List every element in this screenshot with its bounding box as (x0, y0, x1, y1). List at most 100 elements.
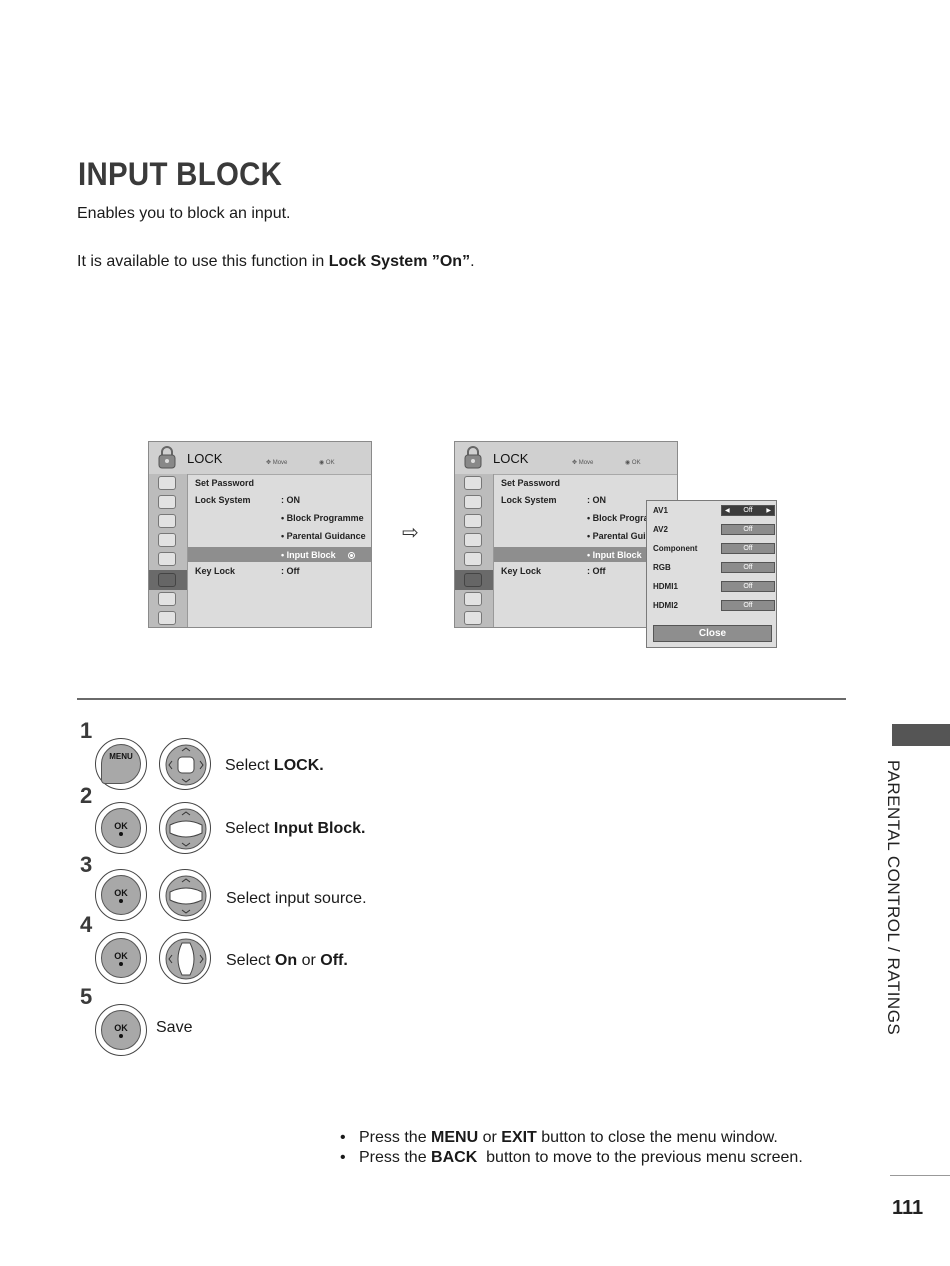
lock-sidebar-icon[interactable] (464, 573, 482, 587)
usb-icon[interactable] (158, 611, 176, 625)
up-down-nav-icon (159, 802, 211, 854)
lock-system-item[interactable]: Lock System (501, 495, 557, 505)
step-5-text: Save (156, 1019, 193, 1036)
satellite-icon[interactable] (464, 476, 482, 490)
nav-ok-hint: ◉ OK (625, 460, 641, 466)
picture-icon[interactable] (158, 495, 176, 509)
popup-value-rgb[interactable]: Off (721, 562, 775, 573)
step-1-text: Select LOCK. (225, 757, 324, 775)
left-arrow-icon: ◀ (725, 508, 730, 514)
page-number: 111 (892, 1197, 924, 1219)
key-lock-item[interactable]: Key Lock (195, 566, 236, 576)
lock-menu-screen-1: LOCK ✥ Move ◉ OK Set Password Lock Syste… (148, 441, 372, 628)
note-item-1: Press the MENU or EXIT button to close t… (340, 1128, 803, 1148)
input-block-item[interactable]: • Input Block (281, 550, 355, 560)
popup-value-hdmi1[interactable]: Off (721, 581, 775, 592)
availability-suffix: . (470, 253, 475, 270)
popup-label-hdmi1: HDMI1 (653, 582, 678, 591)
popup-label-av1: AV1 (653, 506, 668, 515)
input-block-item[interactable]: • Input Block (587, 550, 642, 560)
menu-highlight (494, 547, 677, 562)
step-4-mid: or (297, 952, 321, 969)
right-arrow-icon: ▶ (766, 508, 771, 514)
clock-icon[interactable] (464, 533, 482, 547)
set-password-item[interactable]: Set Password (501, 478, 561, 488)
popup-label-av2: AV2 (653, 525, 668, 534)
note-1-suffix: button to close the menu window. (536, 1129, 778, 1146)
set-password-item[interactable]: Set Password (195, 478, 255, 488)
audio-icon[interactable] (464, 514, 482, 528)
ok-remote-button: OK (95, 869, 147, 921)
step-2-prefix: Select (225, 820, 274, 837)
lock-icon (158, 446, 176, 469)
note-2-back: BACK (431, 1149, 478, 1166)
four-way-nav-icon (159, 738, 211, 790)
section-label-text: PARENTAL CONTROL / RATINGS (884, 760, 903, 1036)
lock-icon (464, 446, 482, 469)
note-1-menu: MENU (431, 1129, 479, 1146)
ok-remote-button: OK (95, 802, 147, 854)
option-icon[interactable] (464, 552, 482, 566)
ok-remote-button: OK (95, 1004, 147, 1056)
block-programme-item[interactable]: • Block Progra (587, 513, 649, 523)
popup-label-hdmi2: HDMI2 (653, 601, 678, 610)
usb-icon[interactable] (464, 611, 482, 625)
section-divider (77, 698, 846, 700)
availability-prefix: It is available to use this function in (77, 253, 329, 270)
step-number-4: 4 (80, 912, 93, 937)
nav-move-hint: ✥ Move (266, 460, 288, 466)
popup-value-hdmi2[interactable]: Off (721, 600, 775, 611)
lock-sidebar-icon[interactable] (158, 573, 176, 587)
menu-title: LOCK (187, 451, 223, 466)
ok-button-label: OK (114, 821, 128, 831)
nav-ok-hint: ◉ OK (319, 460, 335, 466)
step-3-text: Select input source. (226, 890, 367, 907)
clock-icon[interactable] (158, 533, 176, 547)
block-programme-item[interactable]: • Block Programme (281, 513, 364, 523)
note-1-mid: or (478, 1129, 502, 1146)
nav-move-label: Move (578, 460, 594, 466)
popup-close-button[interactable]: Close (653, 625, 772, 642)
popup-value-component[interactable]: Off (721, 543, 775, 554)
input-block-popup: AV1 ◀Off▶ AV2 Off Component Off RGB Off … (646, 500, 777, 648)
audio-icon[interactable] (158, 514, 176, 528)
step-2-bold: Input Block. (273, 820, 366, 837)
note-item-2: Press the BACK button to move to the pre… (340, 1148, 803, 1168)
lock-system-value: : ON (587, 495, 606, 505)
parental-guidance-item[interactable]: • Parental Guid (587, 531, 652, 541)
intro-text: Enables you to block an input. (77, 205, 291, 222)
parental-guidance-item[interactable]: • Parental Guidance (281, 531, 366, 541)
availability-bold: Lock System ”On” (328, 253, 471, 270)
step-number-5: 5 (80, 984, 93, 1009)
ok-button-label: OK (114, 1023, 128, 1033)
step-2-text: Select Input Block. (225, 820, 365, 838)
satellite-icon[interactable] (158, 476, 176, 490)
popup-label-component: Component (653, 544, 698, 553)
ok-button-label: OK (114, 888, 128, 898)
lock-menu-screen-2: LOCK ✥ Move ◉ OK Set Password Lock Syste… (454, 441, 678, 628)
picture-icon[interactable] (464, 495, 482, 509)
step-4-text: Select On or Off. (226, 952, 348, 970)
up-down-nav-icon (159, 869, 211, 921)
popup-value-av1-text: Off (743, 507, 753, 514)
menu-button-label: MENU (109, 752, 133, 761)
page-title: INPUT BLOCK (78, 156, 283, 192)
availability-text: It is available to use this function in … (77, 253, 475, 271)
menu-remote-button: MENU (95, 738, 147, 790)
option-icon[interactable] (158, 552, 176, 566)
popup-value-av1[interactable]: ◀ Off ▶ (721, 505, 775, 516)
lock-system-item[interactable]: Lock System (195, 495, 251, 505)
step-4-bold-on: On (274, 952, 298, 969)
lock-system-value: : ON (281, 495, 300, 505)
input-icon[interactable] (158, 592, 176, 606)
ok-button-label: OK (114, 951, 128, 961)
menu-header: LOCK ✥ Move ◉ OK (455, 442, 677, 475)
left-right-nav-icon (159, 932, 211, 984)
menu-title: LOCK (493, 451, 529, 466)
input-icon[interactable] (464, 592, 482, 606)
key-lock-item[interactable]: Key Lock (501, 566, 542, 576)
notes-list: Press the MENU or EXIT button to close t… (340, 1128, 803, 1168)
nav-ok-label: OK (325, 460, 335, 466)
step-number-3: 3 (80, 852, 93, 877)
popup-value-av2[interactable]: Off (721, 524, 775, 535)
